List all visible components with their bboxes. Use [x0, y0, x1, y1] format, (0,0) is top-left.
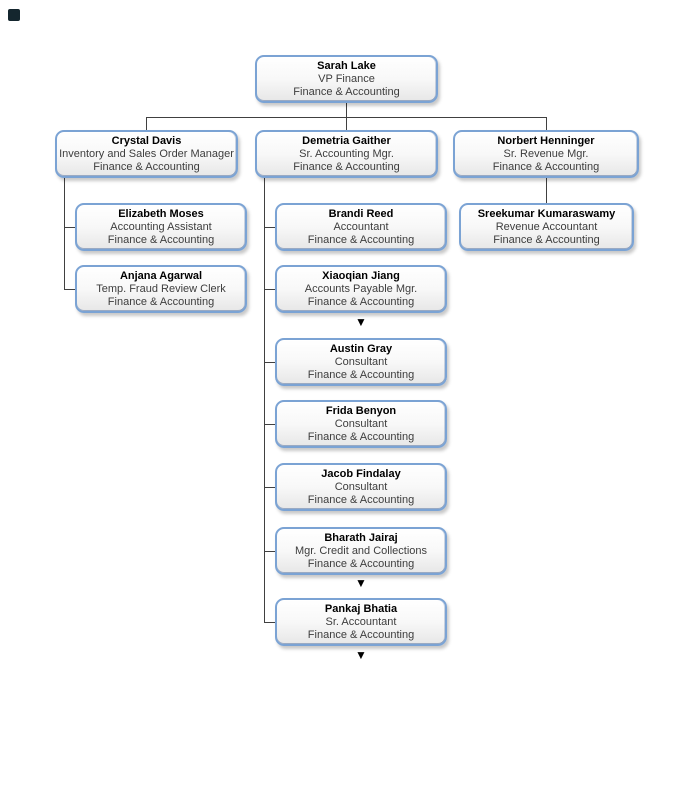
person-title: Temp. Fraud Review Clerk — [96, 283, 226, 295]
person-title: Consultant — [334, 481, 388, 493]
person-title: Accountant — [333, 221, 389, 233]
person-department: Finance & Accounting — [307, 494, 415, 506]
connector-line — [546, 117, 547, 130]
connector-line — [64, 227, 75, 228]
person-department: Finance & Accounting — [107, 234, 215, 246]
org-node-sarah-lake[interactable]: Sarah Lake VP Finance Finance & Accounti… — [255, 55, 438, 103]
org-node-anjana-agarwal[interactable]: Anjana Agarwal Temp. Fraud Review Clerk … — [75, 265, 247, 313]
person-name: Demetria Gaither — [302, 135, 391, 147]
person-name: Norbert Henninger — [497, 135, 595, 147]
connector-line — [264, 424, 275, 425]
person-title: Sr. Accounting Mgr. — [299, 148, 394, 160]
person-name: Sarah Lake — [317, 60, 376, 72]
person-title: Consultant — [334, 418, 388, 430]
person-name: Anjana Agarwal — [119, 270, 203, 282]
person-title: VP Finance — [318, 73, 375, 85]
connector-line — [546, 178, 547, 203]
person-department: Finance & Accounting — [93, 161, 200, 173]
connector-line — [264, 289, 275, 290]
person-title: Mgr. Credit and Collections — [294, 545, 428, 557]
person-title: Inventory and Sales Order Manager — [59, 148, 234, 160]
connector-line — [264, 622, 275, 623]
connector-line — [64, 289, 75, 290]
connector-line — [264, 551, 275, 552]
person-title: Consultant — [334, 356, 388, 368]
person-department: Finance & Accounting — [307, 234, 415, 246]
org-node-crystal-davis[interactable]: Crystal Davis Inventory and Sales Order … — [55, 130, 238, 178]
person-department: Finance & Accounting — [307, 431, 415, 443]
person-department: Finance & Accounting — [307, 296, 415, 308]
person-title: Accounts Payable Mgr. — [304, 283, 418, 295]
person-department: Finance & Accounting — [307, 629, 415, 641]
org-node-brandi-reed[interactable]: Brandi Reed Accountant Finance & Account… — [275, 203, 447, 251]
org-node-xiaoqian-jiang[interactable]: Xiaoqian Jiang Accounts Payable Mgr. Fin… — [275, 265, 447, 313]
person-name: Elizabeth Moses — [118, 208, 204, 220]
person-title: Sr. Revenue Mgr. — [503, 148, 589, 160]
org-node-bharath-jairaj[interactable]: Bharath Jairaj Mgr. Credit and Collectio… — [275, 527, 447, 575]
person-department: Finance & Accounting — [493, 234, 600, 246]
connector-line — [264, 178, 265, 622]
person-title: Revenue Accountant — [495, 221, 598, 233]
corner-mark-icon — [8, 9, 20, 21]
person-name: Xiaoqian Jiang — [322, 270, 400, 282]
person-name: Austin Gray — [329, 343, 393, 355]
person-department: Finance & Accounting — [307, 558, 415, 570]
org-node-elizabeth-moses[interactable]: Elizabeth Moses Accounting Assistant Fin… — [75, 203, 247, 251]
connector-line — [146, 117, 147, 130]
connector-line — [264, 227, 275, 228]
org-node-norbert-henninger[interactable]: Norbert Henninger Sr. Revenue Mgr. Finan… — [453, 130, 639, 178]
person-name: Bharath Jairaj — [324, 532, 398, 544]
person-title: Sr. Accountant — [325, 616, 397, 628]
person-name: Pankaj Bhatia — [324, 603, 398, 615]
org-node-austin-gray[interactable]: Austin Gray Consultant Finance & Account… — [275, 338, 447, 386]
collapsed-subordinates-triangle-icon[interactable]: ▼ — [355, 576, 367, 590]
org-node-jacob-findalay[interactable]: Jacob Findalay Consultant Finance & Acco… — [275, 463, 447, 511]
person-department: Finance & Accounting — [307, 369, 415, 381]
collapsed-subordinates-triangle-icon[interactable]: ▼ — [355, 648, 367, 662]
connector-line — [264, 487, 275, 488]
person-department: Finance & Accounting — [107, 296, 215, 308]
connector-line — [264, 362, 275, 363]
org-node-pankaj-bhatia[interactable]: Pankaj Bhatia Sr. Accountant Finance & A… — [275, 598, 447, 646]
org-node-sreekumar-kumaraswamy[interactable]: Sreekumar Kumaraswamy Revenue Accountant… — [459, 203, 634, 251]
person-department: Finance & Accounting — [492, 161, 600, 173]
person-department: Finance & Accounting — [293, 86, 400, 98]
person-department: Finance & Accounting — [293, 161, 400, 173]
person-name: Sreekumar Kumaraswamy — [477, 208, 616, 220]
connector-line — [64, 178, 65, 290]
org-node-demetria-gaither[interactable]: Demetria Gaither Sr. Accounting Mgr. Fin… — [255, 130, 438, 178]
person-title: Accounting Assistant — [110, 221, 212, 233]
person-name: Brandi Reed — [328, 208, 394, 220]
person-name: Crystal Davis — [111, 135, 182, 147]
collapsed-subordinates-triangle-icon[interactable]: ▼ — [355, 315, 367, 329]
connector-line — [346, 117, 347, 130]
person-name: Frida Benyon — [325, 405, 397, 417]
person-name: Jacob Findalay — [321, 468, 401, 480]
org-node-frida-benyon[interactable]: Frida Benyon Consultant Finance & Accoun… — [275, 400, 447, 448]
connector-line — [346, 103, 347, 117]
